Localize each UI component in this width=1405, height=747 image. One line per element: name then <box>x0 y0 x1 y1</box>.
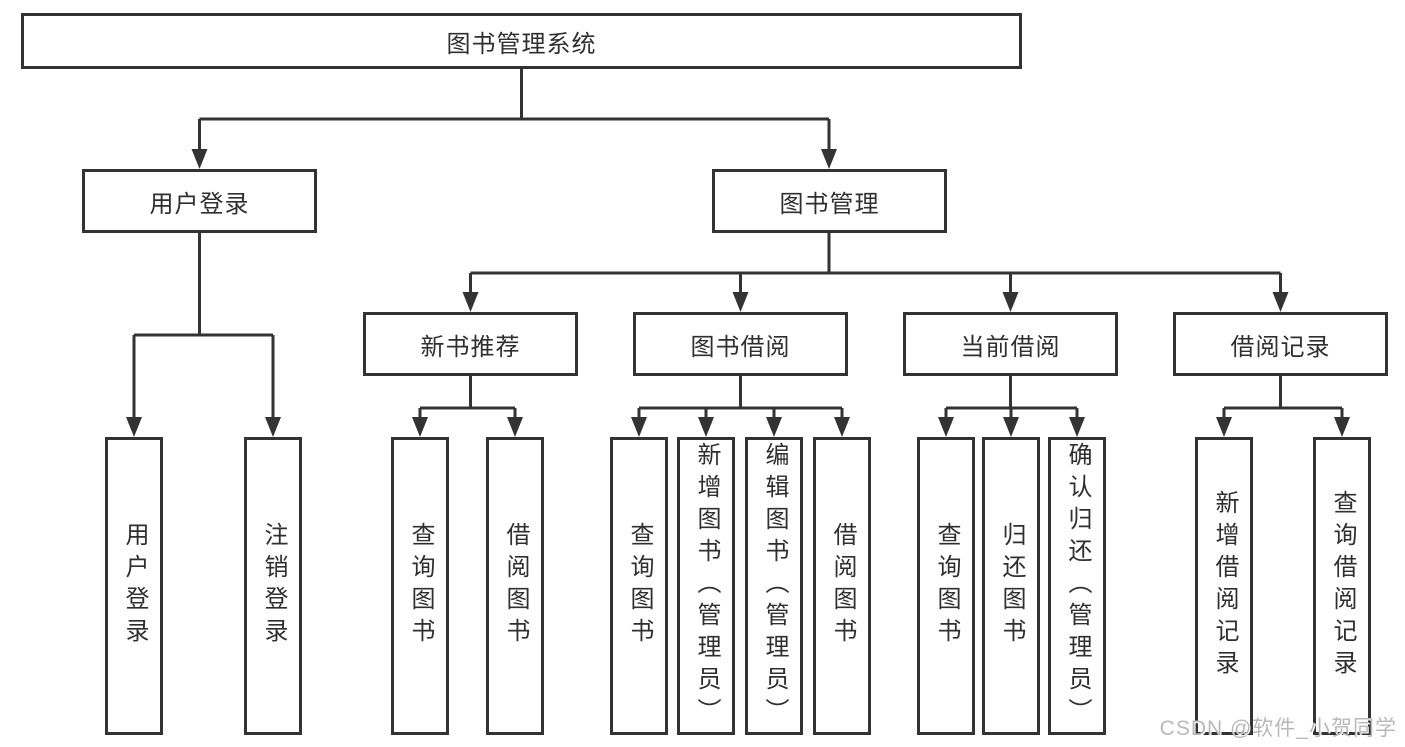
leaf-br-query-borrow-record: 查询借阅记录 <box>1313 437 1371 735</box>
leaf-cb-confirm-return-admin: 确认归还（管理员） <box>1048 437 1106 735</box>
leaf-bb-borrow-books: 借阅图书 <box>813 437 871 735</box>
node-root: 图书管理系统 <box>21 13 1022 69</box>
watermark: CSDN @软件_小贺同学 <box>1159 717 1397 740</box>
leaf-bb-query-books: 查询图书 <box>610 437 668 735</box>
node-borrowing-records: 借阅记录 <box>1173 312 1388 376</box>
node-book-management: 图书管理 <box>712 169 947 233</box>
node-current-borrowing: 当前借阅 <box>903 312 1118 376</box>
leaf-bb-add-books-admin: 新增图书（管理员） <box>677 437 735 735</box>
leaf-nbr-query-books: 查询图书 <box>391 437 449 735</box>
leaf-br-add-borrow-record: 新增借阅记录 <box>1195 437 1253 735</box>
leaf-user-login: 用户登录 <box>105 437 163 735</box>
leaf-cb-query-books: 查询图书 <box>917 437 975 735</box>
leaf-logout-login: 注销登录 <box>244 437 302 735</box>
node-book-borrowing: 图书借阅 <box>633 312 848 376</box>
node-user-login: 用户登录 <box>82 169 317 233</box>
leaf-cb-return-books: 归还图书 <box>982 437 1040 735</box>
node-new-book-recommend: 新书推荐 <box>363 312 578 376</box>
leaf-nbr-borrow-books: 借阅图书 <box>486 437 544 735</box>
leaf-bb-edit-books-admin: 编辑图书（管理员） <box>745 437 803 735</box>
